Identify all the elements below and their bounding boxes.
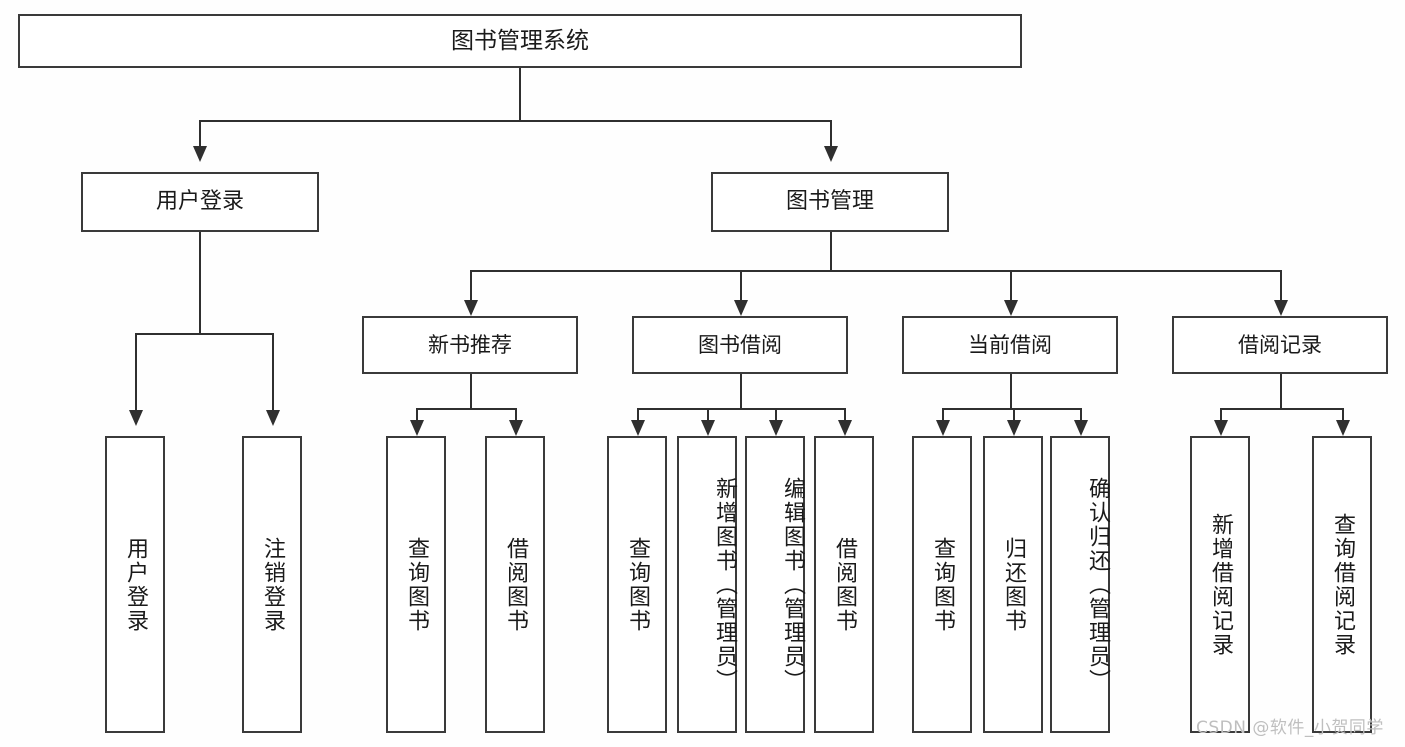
leaf-query-book-newbook[interactable]: 查询图书 <box>386 436 446 733</box>
leaf-add-borrow-record[interactable]: 新增借阅记录 <box>1190 436 1250 733</box>
node-root-system[interactable]: 图书管理系统 <box>18 14 1022 68</box>
connector-book-manage-drop-1 <box>470 270 472 300</box>
connector-newbook-drop-1 <box>416 408 418 420</box>
node-label: 查询借阅记录 <box>1330 512 1355 657</box>
node-label: 编辑图书（管理员） <box>780 476 805 693</box>
connector-root-drop-1 <box>199 120 201 146</box>
connector-currentborrow-drop-2 <box>1013 408 1015 420</box>
node-label: 查询图书 <box>625 536 650 633</box>
leaf-query-book-borrow[interactable]: 查询图书 <box>607 436 667 733</box>
arrow-to-leaf-query-book-a <box>410 420 424 436</box>
node-user-login[interactable]: 用户登录 <box>81 172 319 232</box>
node-label: 用户登录 <box>155 189 244 215</box>
arrow-to-current-borrow <box>1004 300 1018 316</box>
node-label: 新增图书（管理员） <box>712 476 737 693</box>
leaf-user-login[interactable]: 用户登录 <box>105 436 165 733</box>
node-new-book-recommend[interactable]: 新书推荐 <box>362 316 578 374</box>
connector-currentborrow-drop-1 <box>942 408 944 420</box>
connector-bookborrow-drop-3 <box>775 408 777 420</box>
node-label: 新书推荐 <box>428 332 512 357</box>
connector-root-bus <box>199 120 831 122</box>
arrow-to-leaf-return-book <box>1007 420 1021 436</box>
connector-currentborrow-bus <box>942 408 1080 410</box>
arrow-to-leaf-add-book <box>701 420 715 436</box>
connector-bookborrow-drop-1 <box>637 408 639 420</box>
leaf-query-book-current[interactable]: 查询图书 <box>912 436 972 733</box>
leaf-confirm-return-admin[interactable]: 确认归还（管理员） <box>1050 436 1110 733</box>
node-label: 确认归还（管理员） <box>1085 476 1110 693</box>
leaf-return-book[interactable]: 归还图书 <box>983 436 1043 733</box>
connector-newbook-stem <box>470 374 472 408</box>
arrow-to-leaf-add-record <box>1214 420 1228 436</box>
connector-book-manage-bus <box>470 270 1280 272</box>
connector-book-manage-drop-3 <box>1010 270 1012 300</box>
connector-user-login-drop-2 <box>272 333 274 410</box>
connector-currentborrow-stem <box>1010 374 1012 408</box>
connector-user-login-drop-1 <box>135 333 137 410</box>
node-label: 图书借阅 <box>698 332 782 357</box>
leaf-add-book-admin[interactable]: 新增图书（管理员） <box>677 436 737 733</box>
node-book-management[interactable]: 图书管理 <box>711 172 949 232</box>
connector-book-manage-stem <box>830 232 832 270</box>
leaf-logout[interactable]: 注销登录 <box>242 436 302 733</box>
arrow-to-new-book-rec <box>464 300 478 316</box>
node-label: 用户登录 <box>123 536 148 633</box>
arrow-to-leaf-confirm-return <box>1074 420 1088 436</box>
node-label: 注销登录 <box>260 536 285 633</box>
connector-borrowrecord-stem <box>1280 374 1282 408</box>
connector-borrowrecord-drop-1 <box>1220 408 1222 420</box>
connector-borrowrecord-bus <box>1220 408 1342 410</box>
arrow-to-borrow-record <box>1274 300 1288 316</box>
node-label: 查询图书 <box>404 536 429 633</box>
arrow-to-leaf-query-book-b <box>631 420 645 436</box>
arrow-to-leaf-user-login <box>129 410 143 426</box>
node-label: 当前借阅 <box>968 332 1052 357</box>
leaf-query-borrow-record[interactable]: 查询借阅记录 <box>1312 436 1372 733</box>
node-label: 借阅图书 <box>503 536 528 633</box>
leaf-borrow-book[interactable]: 借阅图书 <box>814 436 874 733</box>
connector-bookborrow-bus <box>637 408 844 410</box>
node-label: 借阅图书 <box>832 536 857 633</box>
leaf-edit-book-admin[interactable]: 编辑图书（管理员） <box>745 436 805 733</box>
node-label: 图书管理 <box>785 189 874 215</box>
connector-currentborrow-drop-3 <box>1080 408 1082 420</box>
node-current-borrow[interactable]: 当前借阅 <box>902 316 1118 374</box>
arrow-to-leaf-query-record <box>1336 420 1350 436</box>
connector-user-login-stem <box>199 232 201 333</box>
connector-book-manage-drop-2 <box>740 270 742 300</box>
connector-borrowrecord-drop-2 <box>1342 408 1344 420</box>
connector-user-login-bus <box>135 333 272 335</box>
node-label: 图书管理系统 <box>451 27 589 54</box>
arrow-to-book-manage <box>824 146 838 162</box>
connector-bookborrow-drop-2 <box>707 408 709 420</box>
connector-bookborrow-drop-4 <box>844 408 846 420</box>
arrow-to-book-borrow <box>734 300 748 316</box>
arrow-to-leaf-borrow-book-b <box>838 420 852 436</box>
connector-newbook-bus <box>416 408 515 410</box>
connector-newbook-drop-2 <box>515 408 517 420</box>
connector-root-drop-2 <box>830 120 832 146</box>
arrow-to-leaf-logout <box>266 410 280 426</box>
arrow-to-user-login <box>193 146 207 162</box>
arrow-to-leaf-edit-book <box>769 420 783 436</box>
node-label: 借阅记录 <box>1238 332 1322 357</box>
node-borrow-record[interactable]: 借阅记录 <box>1172 316 1388 374</box>
arrow-to-leaf-query-book-c <box>936 420 950 436</box>
leaf-borrow-book-newbook[interactable]: 借阅图书 <box>485 436 545 733</box>
node-label: 归还图书 <box>1001 536 1026 633</box>
node-book-borrow[interactable]: 图书借阅 <box>632 316 848 374</box>
connector-book-manage-drop-4 <box>1280 270 1282 300</box>
node-label: 查询图书 <box>930 536 955 633</box>
connector-bookborrow-stem <box>740 374 742 408</box>
arrow-to-leaf-borrow-book-a <box>509 420 523 436</box>
node-label: 新增借阅记录 <box>1208 512 1233 657</box>
connector-root-stem <box>519 68 521 120</box>
